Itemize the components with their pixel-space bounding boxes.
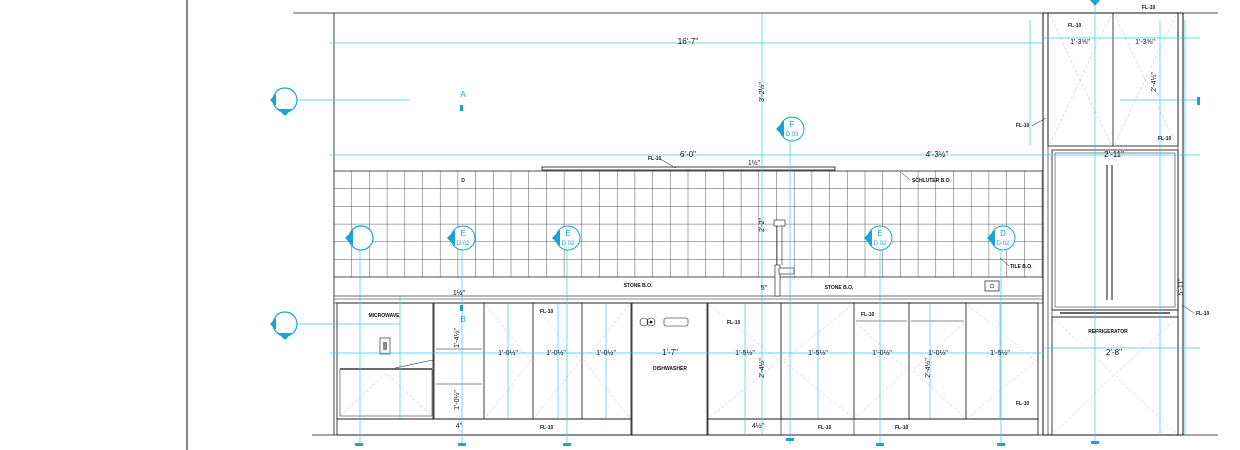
bubble-sheet: D.03 (786, 132, 799, 138)
finish-label-base-b: FL-10 (727, 320, 741, 326)
finish-label-base-d: FL-10 (1016, 401, 1030, 407)
finish-label-base-c: FL-10 (861, 312, 875, 318)
toe-kick (336, 418, 1039, 436)
detail-bubble: F D.03 (776, 116, 805, 142)
dim-fridge-width: 2'-8" (1106, 348, 1122, 357)
grid-letter-a: A (460, 90, 466, 99)
stone-label-right: STONE B.O. (825, 285, 854, 291)
top-marker-arrow (1090, 0, 1100, 6)
bubble-letter: F (790, 120, 795, 129)
dim-counter-thickness: 1½" (453, 289, 466, 297)
bubble-sheet: D.02 (562, 241, 575, 247)
tall-cabinet (1042, 12, 1184, 436)
dim-fridge-height: 5'-11" (1178, 278, 1185, 296)
finish-label-upper-b: FL-10 (1142, 5, 1156, 11)
stone-label-left: STONE B.O. (624, 283, 653, 289)
dim-base-h: 1'-5½" (990, 349, 1010, 357)
dim-base-a: 1'-0½" (498, 349, 518, 357)
schluter-label: SCHLUTER B.O. (912, 178, 952, 184)
countertop (333, 295, 1044, 304)
leader-lines (394, 117, 1195, 369)
tile-backsplash (334, 171, 1043, 277)
finish-label-base-a: FL-10 (540, 309, 554, 315)
dim-base-b: 1'-0½" (546, 349, 566, 357)
dim-drawer-height-left: 2'-4½" (758, 358, 766, 378)
finish-label-toe-c: FL-10 (895, 425, 909, 431)
bubble-letter: D (1000, 229, 1006, 238)
faucet (773, 219, 795, 297)
dim-base-c: 1'-0½" (596, 349, 616, 357)
dim-faucet-height: 2'-2" (759, 218, 766, 232)
grid-letter-b: B (460, 315, 465, 324)
bubble-sheet: D.02 (874, 241, 887, 247)
dim-base-height-1: 1'-4½" (453, 328, 461, 348)
microwave-cabinet (336, 302, 434, 420)
finish-label-toe-b: FL-10 (818, 425, 832, 431)
dim-upper-cab-height: 2'-4½" (1150, 72, 1158, 92)
bubble-letter: E (460, 229, 465, 238)
base-cabinets-right (707, 302, 1039, 420)
bubble-sheet: D.02 (457, 241, 470, 247)
dim-base-e: 1'-5½" (808, 349, 828, 357)
dim-base-g: 1'-0½" (928, 349, 948, 357)
detail-bubble: D D.02 (987, 225, 1016, 251)
finish-label-upper-a: FL-10 (1068, 23, 1082, 29)
outlet-receptacle (989, 283, 995, 289)
detail-bubble: E D.02 (447, 225, 476, 251)
dim-drawer-height-right: 2'-4½" (924, 358, 932, 378)
outlet (984, 280, 1000, 292)
elevation-marker-lower (270, 311, 298, 340)
detail-bubble: E D.02 (864, 225, 893, 251)
dim-upper-height: 3'-2½" (758, 82, 766, 102)
dishwasher-label: DISHWASHER (653, 366, 687, 372)
dim-shelf-thickness: 1½" (748, 159, 761, 167)
dim-sink-height: 5" (761, 285, 768, 292)
dim-overall-width: 16'-7" (678, 37, 699, 46)
dim-fridge-opening: 2'-11" (1104, 150, 1124, 159)
bubble-letter: E (877, 229, 882, 238)
grid-tick-marks (355, 97, 1200, 446)
dim-toe-right: 4½" (752, 422, 765, 430)
bubble-sheet: D.02 (997, 241, 1010, 247)
dim-dishwasher-width: 1'-7" (662, 348, 678, 357)
grid-letter-d: D (461, 178, 465, 184)
microwave-label: MICROWAVE (368, 313, 400, 319)
finish-label-shelf: FL-10 (648, 156, 662, 162)
dishwasher (631, 302, 708, 436)
detail-bubble: E D.02 (552, 225, 581, 251)
dim-upper-cab-b: 1'-3⅝" (1135, 39, 1155, 46)
dimension-lines (290, 0, 1200, 445)
elevation-marker-upper (270, 87, 298, 116)
dim-toe-left: 4" (456, 423, 463, 430)
finish-label-tall: FL-10 (1016, 123, 1030, 129)
finish-label-tall-bottom: FL-10 (1158, 136, 1172, 142)
dim-right-span: 4'-3½" (926, 150, 949, 159)
dim-base-d: 1'-5½" (735, 349, 755, 357)
dim-base-height-2: 1'-0½" (453, 390, 461, 410)
refrigerator-label: REFRIGERATOR (1088, 329, 1128, 335)
tile-label: TILE B.O. (1010, 264, 1033, 270)
dim-base-f: 1'-0½" (872, 349, 892, 357)
finish-label-toe-a: FL-10 (540, 425, 554, 431)
dim-shelf-width: 6'-0" (680, 150, 696, 159)
section-marker-left (345, 225, 374, 251)
finish-label-right-edge: FL-10 (1196, 311, 1210, 317)
dim-upper-cab-a: 1'-3⅝" (1070, 39, 1090, 46)
floating-shelf (541, 166, 836, 171)
bubble-letter: E (565, 229, 570, 238)
